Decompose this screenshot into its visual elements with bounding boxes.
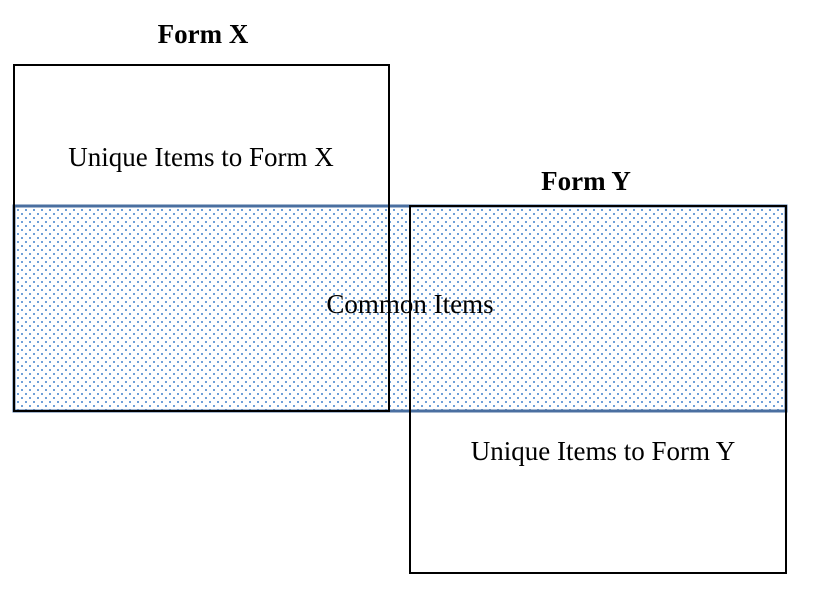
- form-y-box: [409, 205, 787, 574]
- form-x-unique-label: Unique Items to Form X: [68, 142, 334, 172]
- common-items-region: [12, 204, 788, 413]
- form-x-box: [13, 64, 390, 412]
- form-y-unique-label: Unique Items to Form Y: [471, 436, 735, 466]
- common-items-label: Common Items: [326, 289, 493, 319]
- form-y-title: Form Y: [541, 166, 631, 196]
- form-x-title: Form X: [158, 19, 249, 49]
